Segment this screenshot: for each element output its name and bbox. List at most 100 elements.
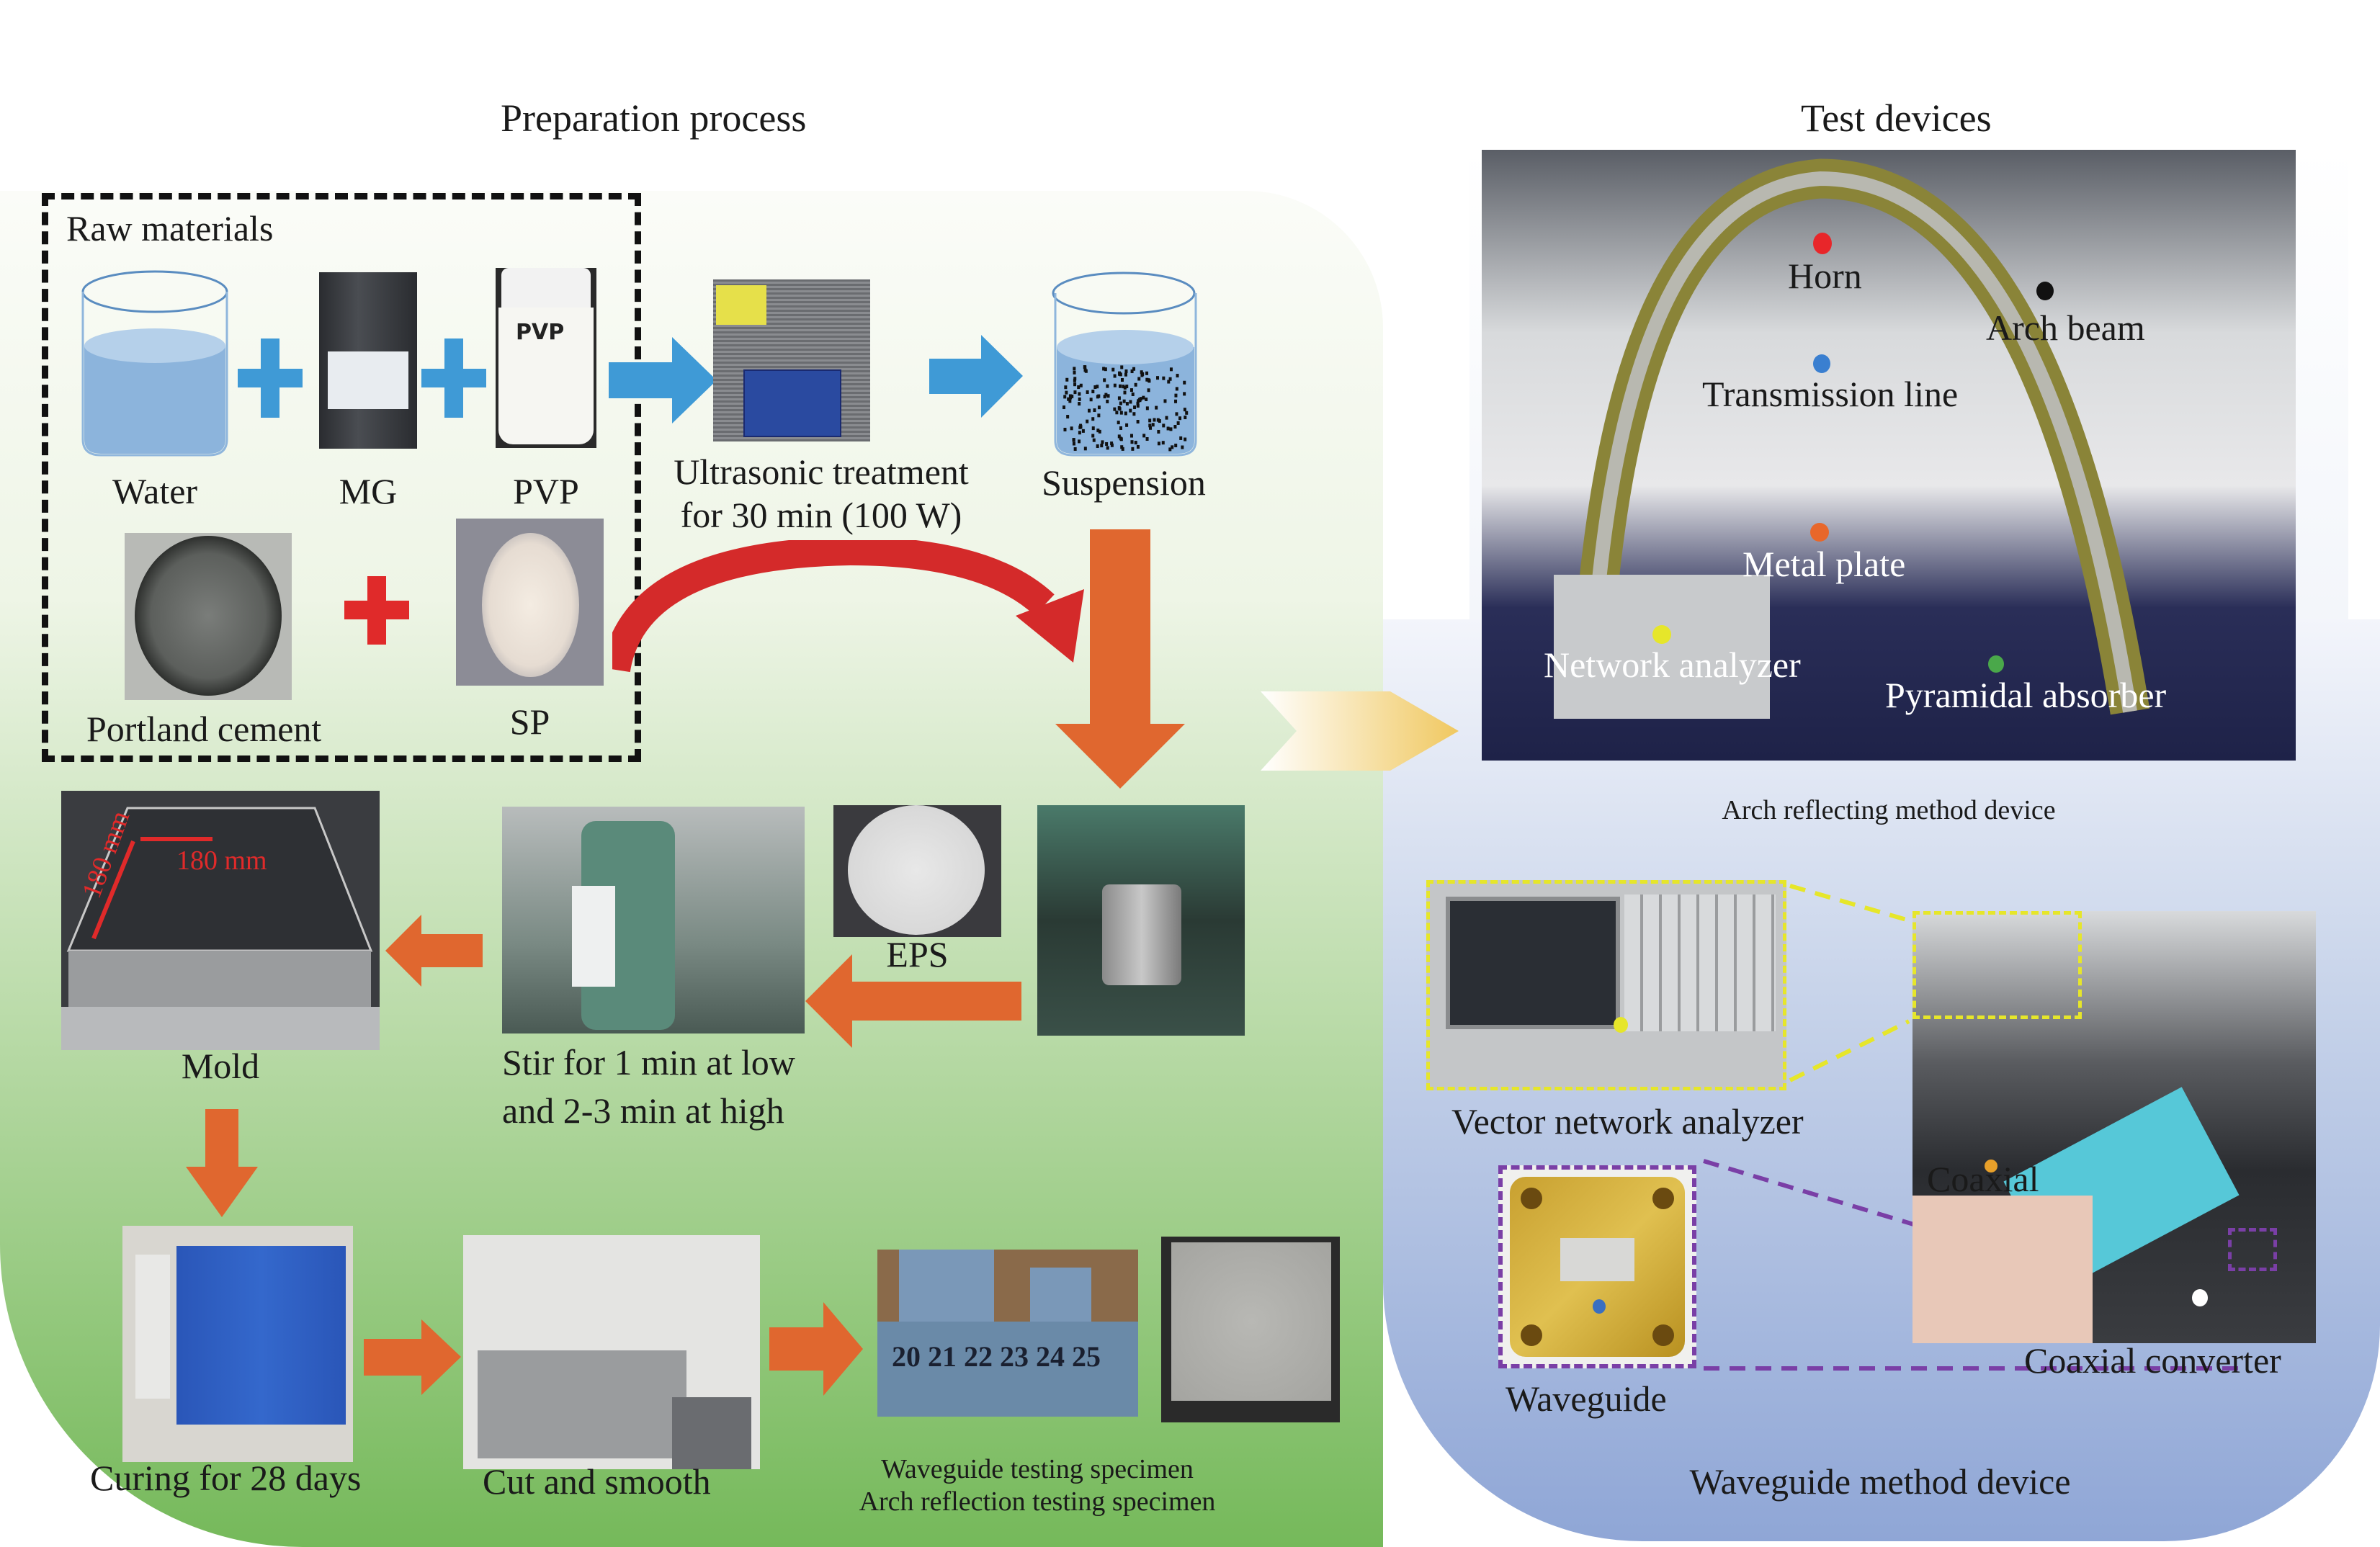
particle bbox=[1103, 395, 1106, 399]
stirrer-photo bbox=[502, 807, 805, 1033]
coaxial-label: Coaxial bbox=[1927, 1159, 2039, 1199]
stir-label-line1: Stir for 1 min at low bbox=[502, 1042, 795, 1082]
particle bbox=[1137, 377, 1141, 381]
particle bbox=[1168, 377, 1172, 381]
suspension-beaker-icon bbox=[1052, 272, 1197, 457]
particle bbox=[1101, 440, 1104, 444]
particle bbox=[1098, 429, 1101, 434]
particle bbox=[1148, 379, 1151, 383]
particle bbox=[1091, 434, 1095, 438]
raw-materials-title: Raw materials bbox=[66, 208, 274, 248]
arch-specimen-photo bbox=[1161, 1237, 1340, 1422]
particle bbox=[1089, 398, 1093, 402]
particle bbox=[1155, 405, 1158, 410]
particle bbox=[1118, 384, 1122, 388]
pyramidal-absorber-label: Pyramidal absorber bbox=[1885, 675, 2167, 715]
particle bbox=[1145, 377, 1149, 382]
particle bbox=[1078, 397, 1081, 401]
particle bbox=[1183, 380, 1186, 385]
ultrasonic-label-line2: for 30 min (100 W) bbox=[680, 495, 962, 535]
particle bbox=[1066, 415, 1070, 419]
particle bbox=[1115, 411, 1119, 415]
mold-photo: 180 mm 180 mm bbox=[61, 791, 380, 1050]
plus-icon bbox=[421, 338, 486, 418]
particle bbox=[1133, 405, 1137, 410]
eps-label: EPS bbox=[886, 934, 949, 974]
particle bbox=[1102, 367, 1106, 371]
particle bbox=[1120, 378, 1124, 382]
particle bbox=[1119, 411, 1123, 415]
particle bbox=[1070, 426, 1073, 431]
plus-icon bbox=[344, 576, 409, 645]
particle bbox=[1136, 420, 1140, 424]
cut-label: Cut and smooth bbox=[483, 1461, 711, 1502]
particle bbox=[1068, 399, 1072, 403]
particle bbox=[1176, 374, 1179, 378]
particle bbox=[1062, 405, 1066, 410]
particle bbox=[1162, 376, 1166, 380]
particle bbox=[1125, 402, 1129, 406]
particle bbox=[1081, 429, 1085, 433]
particle bbox=[1148, 418, 1152, 423]
particle bbox=[1106, 446, 1109, 450]
pvp-label: PVP bbox=[513, 471, 579, 511]
particle bbox=[1185, 411, 1189, 415]
particle bbox=[1175, 387, 1178, 391]
arrow-left-icon bbox=[805, 954, 1021, 1048]
particle bbox=[1106, 399, 1109, 403]
metal-plate-dot bbox=[1810, 523, 1829, 542]
particle bbox=[1158, 419, 1161, 423]
particle bbox=[1140, 370, 1143, 375]
particle bbox=[1070, 394, 1074, 398]
arrow-right-icon bbox=[929, 335, 1023, 418]
particle bbox=[1125, 423, 1129, 427]
particle bbox=[1083, 365, 1087, 369]
particle bbox=[1184, 437, 1187, 441]
particle bbox=[1083, 368, 1087, 372]
particle bbox=[1174, 393, 1178, 398]
waveguide-specimen-photo: 20 21 22 23 24 25 bbox=[877, 1250, 1138, 1417]
particle bbox=[1132, 412, 1136, 416]
arch-device-photo: Horn Arch beam Transmission line Metal p… bbox=[1482, 150, 2296, 761]
particle bbox=[1149, 426, 1153, 430]
plus-icon bbox=[238, 338, 303, 418]
specimen-label-line2: Arch reflection testing specimen bbox=[859, 1487, 1216, 1517]
arch-beam-dot bbox=[2036, 282, 2054, 300]
particle bbox=[1183, 408, 1186, 412]
particle bbox=[1173, 425, 1177, 429]
particle bbox=[1131, 392, 1135, 396]
particle bbox=[1078, 392, 1081, 396]
particle bbox=[1162, 423, 1166, 428]
particle bbox=[1145, 437, 1149, 441]
vna-photo bbox=[1426, 880, 1786, 1090]
particle bbox=[1113, 374, 1117, 378]
particle bbox=[1110, 441, 1114, 446]
particle bbox=[1168, 447, 1172, 452]
particle bbox=[1086, 390, 1089, 394]
particle bbox=[1131, 447, 1135, 451]
transmission-line-label: Transmission line bbox=[1702, 374, 1959, 414]
particle bbox=[1121, 447, 1124, 451]
particle bbox=[1136, 444, 1140, 449]
particle bbox=[1106, 394, 1110, 398]
particle bbox=[1078, 439, 1081, 444]
mold-dimension-width: 180 mm bbox=[176, 846, 267, 876]
particle bbox=[1091, 417, 1095, 421]
particle bbox=[1100, 444, 1104, 448]
particle bbox=[1110, 443, 1114, 447]
particle bbox=[1134, 382, 1137, 387]
particle bbox=[1175, 412, 1178, 416]
particle bbox=[1117, 396, 1121, 400]
particle bbox=[1142, 395, 1145, 400]
particle bbox=[1091, 426, 1095, 431]
particle bbox=[1157, 429, 1160, 434]
particle bbox=[1151, 423, 1155, 427]
particle bbox=[1097, 413, 1101, 418]
particle bbox=[1122, 385, 1125, 389]
particle bbox=[1073, 382, 1077, 387]
portland-cement-label: Portland cement bbox=[86, 709, 322, 749]
particle bbox=[1129, 400, 1132, 404]
particle bbox=[1153, 418, 1156, 422]
particle bbox=[1119, 401, 1122, 405]
particle bbox=[1145, 406, 1149, 411]
